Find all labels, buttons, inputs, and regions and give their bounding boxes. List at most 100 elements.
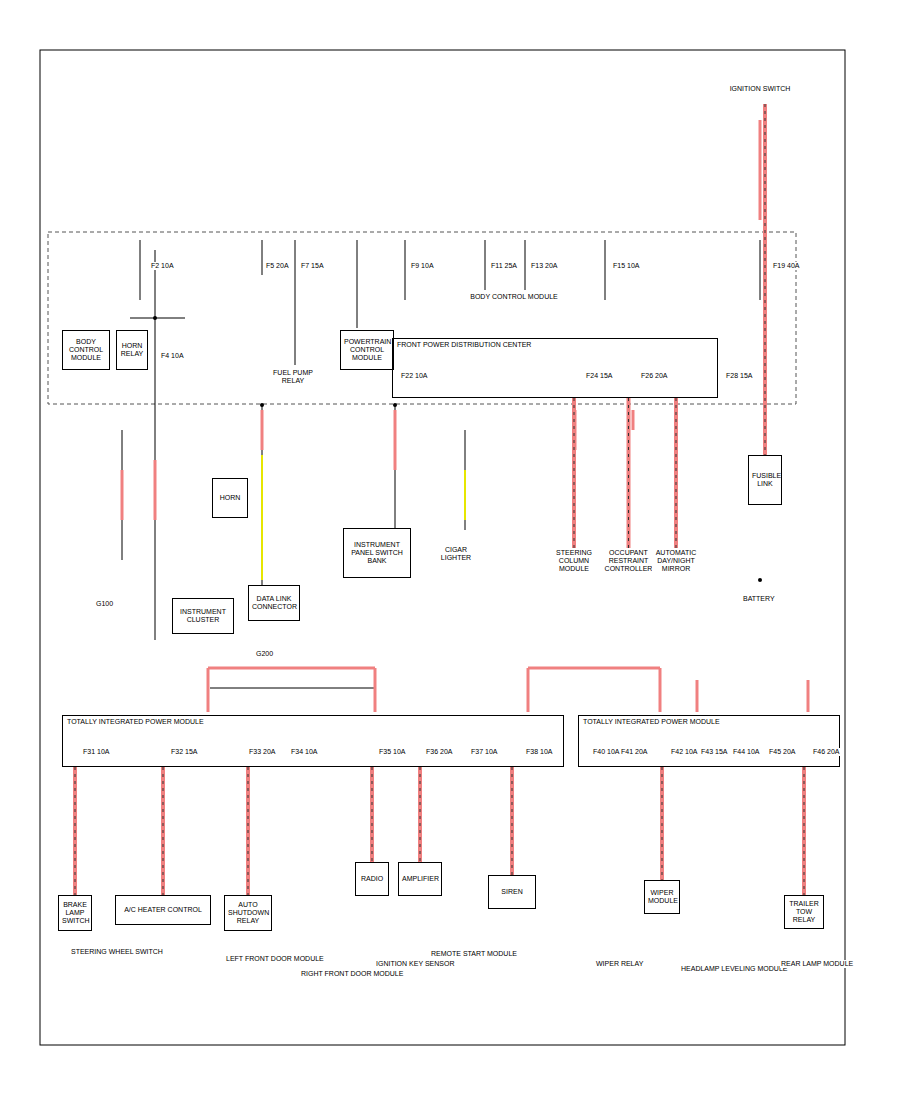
component-name: BRAKE LAMP SWITCH xyxy=(62,901,88,925)
fuse-label: F26 20A xyxy=(640,372,668,380)
component-name: DATA LINK CONNECTOR xyxy=(252,595,296,611)
fuse-label: F31 10A xyxy=(82,748,110,756)
component-label: AUTOMATIC DAY/NIGHT MIRROR xyxy=(652,548,700,574)
wire-connector xyxy=(512,767,513,875)
fuse-label: F33 20A xyxy=(248,748,276,756)
fuse-label: F42 10A xyxy=(670,748,698,756)
fuse-label: F36 20A xyxy=(425,748,453,756)
component-name: TOTALLY INTEGRATED POWER MODULE xyxy=(583,718,835,726)
component-name: INSTRUMENT PANEL SWITCH BANK xyxy=(347,541,407,565)
component-name: CIGAR LIGHTER xyxy=(429,546,483,562)
fuse-panel: TOTALLY INTEGRATED POWER MODULE xyxy=(62,715,564,767)
fuse-label: F41 20A xyxy=(620,748,648,756)
fuse-label: F35 10A xyxy=(378,748,406,756)
component-box: BODY CONTROL MODULE xyxy=(62,330,110,370)
wire-connector xyxy=(676,398,677,548)
fuse-label: F4 10A xyxy=(160,352,185,360)
component-name: AUTOMATIC DAY/NIGHT MIRROR xyxy=(653,549,699,573)
component-box: POWERTRAIN CONTROL MODULE xyxy=(340,330,394,370)
fuse-label: F44 10A xyxy=(732,748,760,756)
component-box: AMPLIFIER xyxy=(398,862,442,896)
component-name: A/C HEATER CONTROL xyxy=(119,906,207,914)
component-name: HORN xyxy=(216,494,244,502)
note-label: WIPER RELAY xyxy=(595,960,644,968)
wire-connector xyxy=(420,767,421,862)
component-name: RADIO xyxy=(359,875,385,883)
fuse-label: F7 15A xyxy=(300,262,325,270)
fuse-label: F13 20A xyxy=(530,262,558,270)
note-label: REAR LAMP MODULE xyxy=(780,960,854,968)
component-name: FRONT POWER DISTRIBUTION CENTER xyxy=(397,341,713,349)
fuse-label: F32 15A xyxy=(170,748,198,756)
fuse-label: F45 20A xyxy=(768,748,796,756)
component-name: BODY CONTROL MODULE xyxy=(467,293,561,301)
fuse-label: F46 20A xyxy=(812,748,840,756)
component-name: TRAILER TOW RELAY xyxy=(788,900,820,924)
component-box: DATA LINK CONNECTOR xyxy=(248,585,300,621)
note-label: BATTERY xyxy=(742,595,776,603)
fuse-label: F9 10A xyxy=(410,262,435,270)
component-box: RADIO xyxy=(355,862,389,896)
component-label: STEERING COLUMN MODULE xyxy=(550,548,598,574)
wire-connector xyxy=(662,767,663,880)
component-name: STEERING COLUMN MODULE xyxy=(551,549,597,573)
component-box: A/C HEATER CONTROL xyxy=(115,895,211,925)
component-name: OCCUPANT RESTRAINT CONTROLLER xyxy=(603,549,654,573)
component-label: OCCUPANT RESTRAINT CONTROLLER xyxy=(602,548,655,574)
note-label: REMOTE START MODULE xyxy=(430,950,518,958)
note-label: STEERING WHEEL SWITCH xyxy=(70,948,164,956)
component-box: FUSIBLE LINK xyxy=(748,455,782,505)
component-box: INSTRUMENT PANEL SWITCH BANK xyxy=(343,528,411,578)
component-name: TOTALLY INTEGRATED POWER MODULE xyxy=(67,718,559,726)
component-name: AUTO SHUTDOWN RELAY xyxy=(228,901,268,925)
fuse-label: F34 10A xyxy=(290,748,318,756)
component-name: INSTRUMENT CLUSTER xyxy=(176,608,230,624)
fuse-label: F37 10A xyxy=(470,748,498,756)
component-label: CIGAR LIGHTER xyxy=(428,545,484,565)
fuse-label: F5 20A xyxy=(265,262,290,270)
component-box: SIREN xyxy=(488,875,536,909)
wire-connector xyxy=(628,398,629,548)
component-box: HORN xyxy=(212,478,248,518)
fuse-panel: TOTALLY INTEGRATED POWER MODULE xyxy=(578,715,840,767)
note-label: HEADLAMP LEVELING MODULE xyxy=(680,965,788,973)
component-label: IGNITION SWITCH xyxy=(728,84,792,104)
note-label: LEFT FRONT DOOR MODULE xyxy=(225,955,325,963)
fuse-label: F43 15A xyxy=(700,748,728,756)
wire-connector xyxy=(248,767,249,895)
wire-connector xyxy=(804,767,805,895)
component-name: SIREN xyxy=(492,888,532,896)
fuse-label: F19 40A xyxy=(772,262,800,270)
fuse-label: F2 10A xyxy=(150,262,175,270)
wire-connector xyxy=(574,398,575,548)
component-name: IGNITION SWITCH xyxy=(729,85,791,93)
component-box: TRAILER TOW RELAY xyxy=(784,895,824,929)
component-name: WIPER MODULE xyxy=(648,889,676,905)
wire-connector xyxy=(372,767,373,862)
component-box: WIPER MODULE xyxy=(644,880,680,914)
note-label: G200 xyxy=(255,650,274,658)
wire-connector xyxy=(765,104,766,455)
fuse-label: F15 10A xyxy=(612,262,640,270)
note-label: IGNITION KEY SENSOR xyxy=(375,960,455,968)
fuse-label: F22 10A xyxy=(400,372,428,380)
fuse-label: F38 10A xyxy=(525,748,553,756)
fuse-label: F28 15A xyxy=(725,372,753,380)
fuse-label: F40 10A xyxy=(592,748,620,756)
component-label: BODY CONTROL MODULE xyxy=(466,292,562,316)
component-box: INSTRUMENT CLUSTER xyxy=(172,598,234,634)
wire-connector xyxy=(75,767,76,895)
component-name: HORN RELAY xyxy=(120,342,144,358)
fuse-label: F11 25A xyxy=(490,262,518,270)
wire-connector xyxy=(163,767,164,895)
component-box: HORN RELAY xyxy=(116,330,148,370)
component-name: FUSIBLE LINK xyxy=(752,472,778,488)
component-name: AMPLIFIER xyxy=(402,875,438,883)
component-box: BRAKE LAMP SWITCH xyxy=(58,895,92,931)
component-name: FUEL PUMP RELAY xyxy=(273,369,313,385)
component-name: POWERTRAIN CONTROL MODULE xyxy=(344,338,390,362)
fuse-label: F24 15A xyxy=(585,372,613,380)
component-label: FUEL PUMP RELAY xyxy=(272,368,314,388)
component-box: AUTO SHUTDOWN RELAY xyxy=(224,895,272,931)
